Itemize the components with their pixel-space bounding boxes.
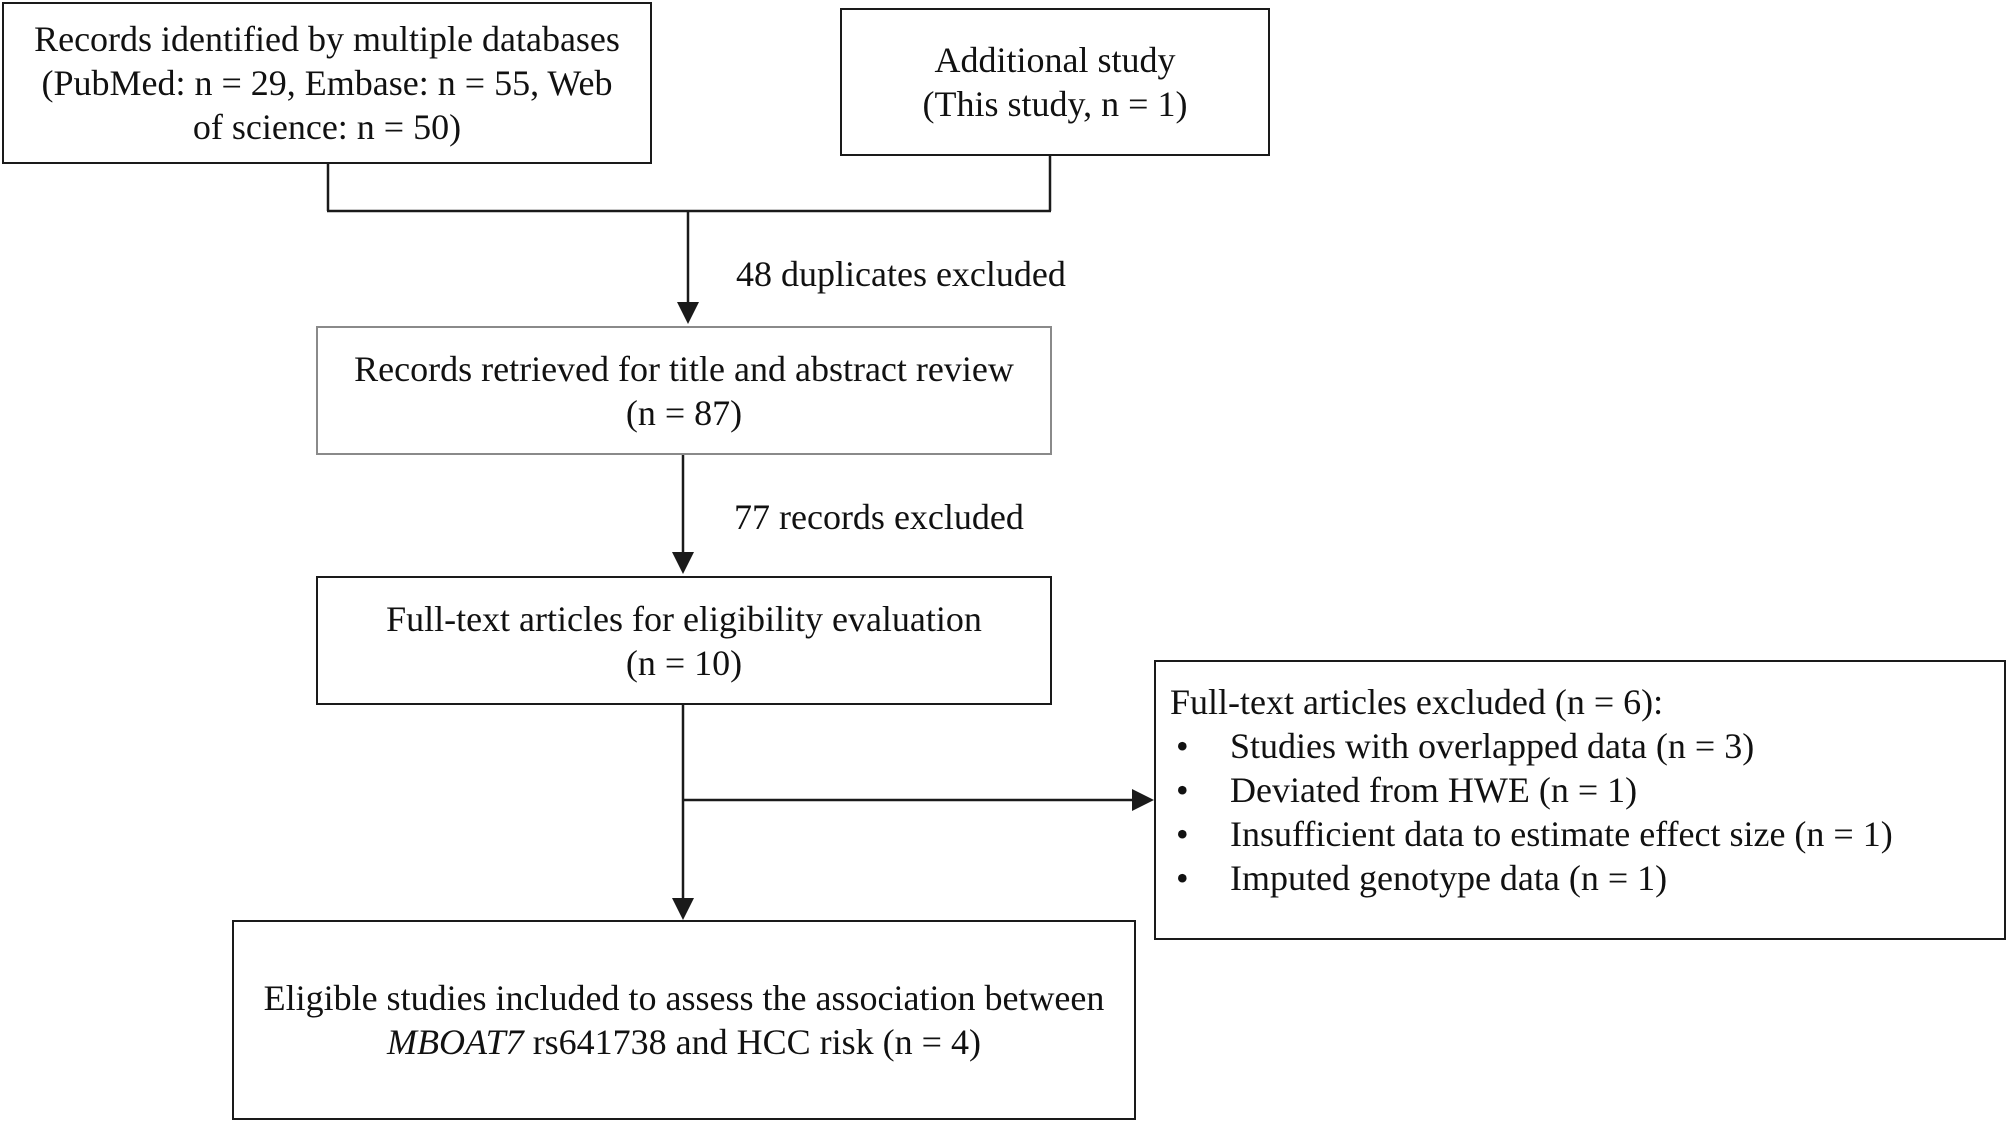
bullet-icon: • <box>1176 726 1189 766</box>
duplicates-excluded-label: 48 duplicates excluded <box>736 254 1066 294</box>
fulltext-excluded-box: Full-text articles excluded (n = 6): • S… <box>1154 660 2006 940</box>
gene-name: MBOAT7 <box>387 1022 524 1062</box>
exclusion-reason-text: Imputed genotype data (n = 1) <box>1230 858 1668 898</box>
fulltext-eligibility-box: Full-text articles for eligibility evalu… <box>316 576 1052 705</box>
exclusion-reason-item: • Insufficient data to estimate effect s… <box>1170 812 2004 856</box>
exclusion-reason-item: • Deviated from HWE (n = 1) <box>1170 768 2004 812</box>
additional-study-box: Additional study (This study, n = 1) <box>840 8 1270 156</box>
eligible-studies-box: Eligible studies included to assess the … <box>232 920 1136 1120</box>
arrowhead-to-excluded <box>1132 789 1154 811</box>
records-identified-line3: of science: n = 50) <box>192 107 462 147</box>
exclusion-reason-item: • Imputed genotype data (n = 1) <box>1170 856 2004 900</box>
eligible-studies-line1: Eligible studies included to assess the … <box>263 978 1105 1018</box>
records-identified-line1: Records identified by multiple databases <box>34 19 620 59</box>
eligible-studies-line2: MBOAT7 rs641738 and HCC risk (n = 4) <box>387 1020 981 1064</box>
arrowhead-to-title-review <box>677 302 699 324</box>
eligible-studies-line2-rest: rs641738 and HCC risk (n = 4) <box>523 1022 981 1062</box>
additional-study-line2: (This study, n = 1) <box>922 84 1188 124</box>
bullet-icon: • <box>1176 814 1189 854</box>
records-identified-line2: (PubMed: n = 29, Embase: n = 55, Web <box>41 63 613 103</box>
fulltext-eligibility-line2: (n = 10) <box>625 642 743 683</box>
title-abstract-review-line2: (n = 87) <box>625 392 743 433</box>
exclusion-reason-item: • Studies with overlapped data (n = 3) <box>1170 724 2004 768</box>
arrowhead-to-eligible <box>672 898 694 920</box>
title-abstract-review-line1: Records retrieved for title and abstract… <box>354 348 1014 389</box>
exclusion-reason-text: Insufficient data to estimate effect siz… <box>1230 814 1893 854</box>
bullet-icon: • <box>1176 770 1189 810</box>
records-identified-box: Records identified by multiple databases… <box>2 2 652 164</box>
bullet-icon: • <box>1176 858 1189 898</box>
exclusion-reason-text: Studies with overlapped data (n = 3) <box>1230 726 1755 766</box>
fulltext-eligibility-line1: Full-text articles for eligibility evalu… <box>386 598 982 639</box>
additional-study-line1: Additional study <box>934 40 1176 80</box>
title-abstract-review-box: Records retrieved for title and abstract… <box>316 326 1052 455</box>
records-excluded-label: 77 records excluded <box>734 497 1024 537</box>
arrowhead-to-fulltext <box>672 552 694 574</box>
fulltext-excluded-title: Full-text articles excluded (n = 6): <box>1170 682 1664 722</box>
exclusion-reason-text: Deviated from HWE (n = 1) <box>1230 770 1638 810</box>
exclusion-reasons-list: • Studies with overlapped data (n = 3) •… <box>1170 724 2004 900</box>
